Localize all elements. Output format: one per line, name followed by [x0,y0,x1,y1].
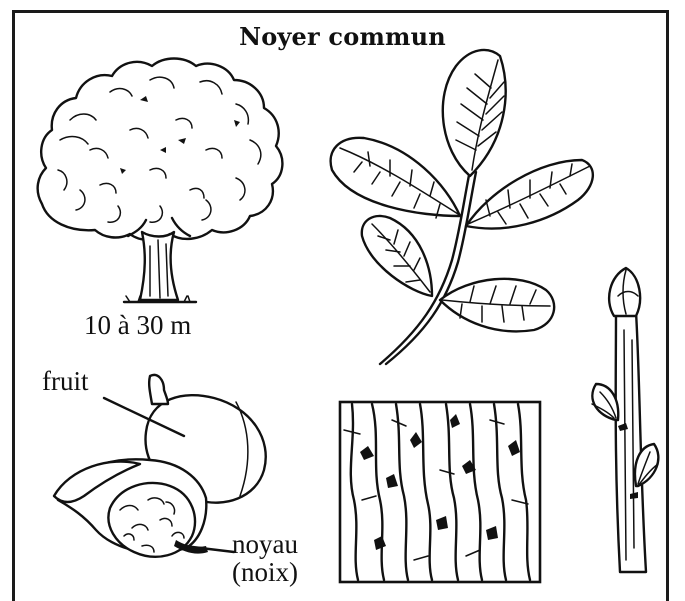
fruit-label: fruit [42,367,89,395]
twig-drawing [592,268,658,572]
tree-height-label: 10 à 30 m [84,311,191,339]
noyau-label-line2: (noix) [232,558,298,586]
compound-leaf-drawing [331,50,593,364]
bark-drawing [340,402,540,582]
noyau-label: noyau (noix) [232,530,298,587]
noyau-label-line1: noyau [232,530,298,558]
tree-drawing [38,59,283,303]
